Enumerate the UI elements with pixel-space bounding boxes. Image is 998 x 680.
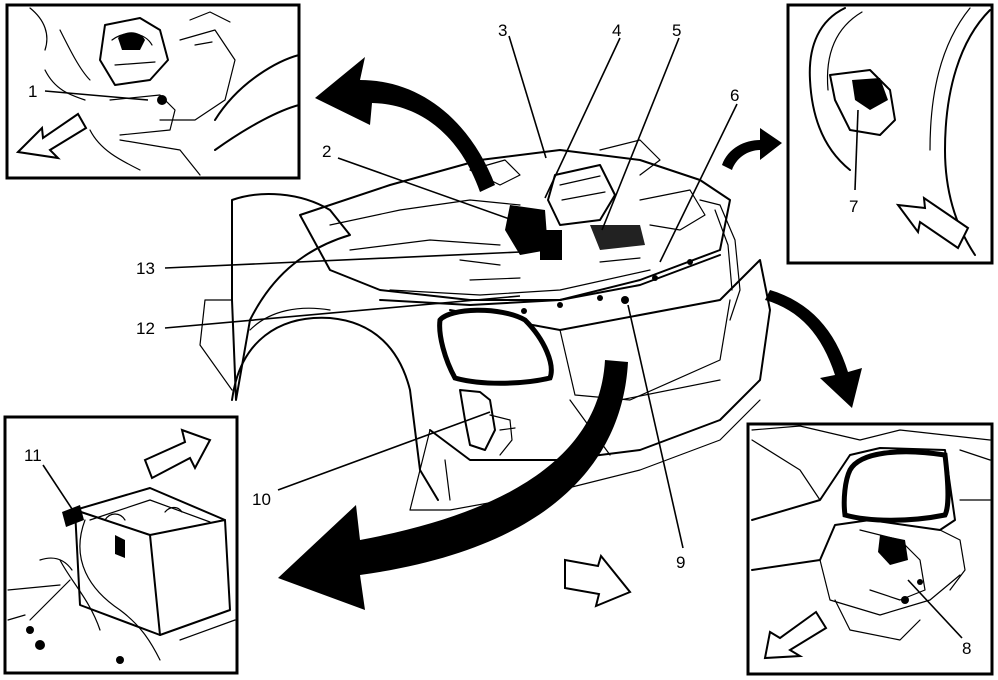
callout-12: 12: [136, 319, 155, 338]
inset-top-right: [786, 3, 994, 265]
vehicle-front-end: [199, 139, 771, 511]
callout-2: 2: [322, 142, 331, 161]
inset-bottom-right: [746, 422, 994, 676]
direction-arrows: [278, 57, 862, 610]
callout-1: 1: [28, 82, 37, 101]
arc-arrow-top-right: [722, 128, 782, 170]
callout-10: 10: [252, 490, 271, 509]
arc-arrow-bottom-left: [278, 360, 628, 610]
callout-6: 6: [730, 86, 739, 105]
callout-4: 4: [612, 21, 621, 40]
callout-labels: 1 2 3 4 5 6 7 8 9 10 11 12 13: [24, 21, 971, 658]
callout-7: 7: [849, 197, 858, 216]
headlamp: [437, 307, 554, 386]
callout-13: 13: [136, 259, 155, 278]
inset-direction-arrow-1: [15, 112, 88, 160]
inset-direction-arrow-11: [143, 428, 212, 480]
arc-arrow-top-left: [315, 57, 495, 192]
inset-direction-arrow-7: [895, 195, 970, 250]
direction-arrow-outline: [564, 553, 632, 608]
inset-bottom-left: [3, 415, 239, 675]
inset-top-left: [5, 3, 301, 180]
inset-headlamp: [841, 449, 951, 523]
callout-5: 5: [672, 21, 681, 40]
leader-lines: [164, 35, 738, 549]
inset-direction-arrow-8: [763, 610, 828, 660]
callout-3: 3: [498, 21, 507, 40]
callout-11: 11: [24, 446, 42, 465]
callout-9: 9: [676, 553, 685, 572]
callout-8: 8: [962, 639, 971, 658]
arc-arrow-right-down: [765, 290, 862, 408]
